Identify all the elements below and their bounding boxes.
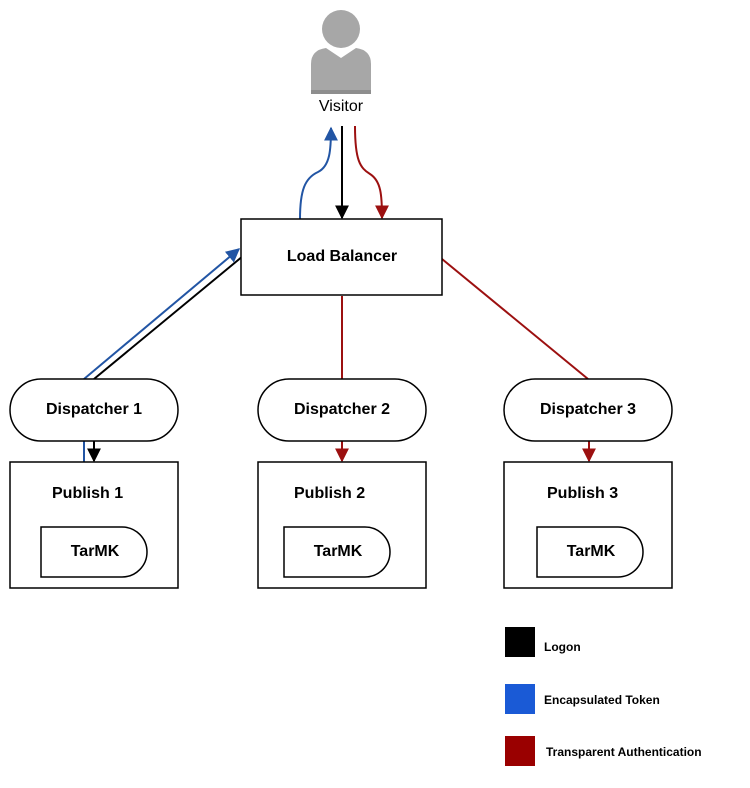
dispatcher-2-box bbox=[257, 378, 427, 442]
load-balancer-box bbox=[240, 218, 443, 296]
dispatcher-2-label: Dispatcher 2 bbox=[293, 401, 391, 418]
tarmk-1-shape bbox=[40, 526, 148, 578]
person-icon bbox=[311, 10, 371, 94]
dispatcher-1-label: Dispatcher 1 bbox=[45, 401, 143, 418]
encapsulated-token-arrow-to-load-balancer bbox=[83, 248, 241, 380]
legend-swatch-transparent-authentication bbox=[505, 736, 535, 766]
publish-3-label: Publish 3 bbox=[547, 485, 619, 502]
dispatcher-3-label: Dispatcher 3 bbox=[539, 401, 637, 418]
load-balancer-label: Load Balancer bbox=[286, 248, 398, 265]
publish-1-label: Publish 1 bbox=[52, 485, 124, 502]
tarmk-1-label: TarMK bbox=[70, 543, 120, 560]
legend-label-logon: Logon bbox=[544, 640, 581, 654]
dispatcher-3-box bbox=[503, 378, 673, 442]
tarmk-2-label: TarMK bbox=[313, 543, 363, 560]
transparent-auth-arrow-to-load-balancer bbox=[354, 125, 389, 220]
visitor-label: Visitor bbox=[318, 98, 364, 115]
publish-2-label: Publish 2 bbox=[294, 485, 366, 502]
legend-label-encapsulated-token: Encapsulated Token bbox=[544, 693, 660, 707]
transparent-auth-line-to-dispatcher-3 bbox=[441, 258, 589, 380]
tarmk-3-shape bbox=[536, 526, 644, 578]
logon-line-load-balancer-dispatcher-1 bbox=[93, 255, 244, 380]
legend-swatch-logon bbox=[505, 627, 535, 657]
encapsulated-token-arrow-to-visitor bbox=[299, 126, 338, 220]
tarmk-2-shape bbox=[283, 526, 391, 578]
legend-swatch-encapsulated-token bbox=[505, 684, 535, 714]
tarmk-3-label: TarMK bbox=[566, 543, 616, 560]
legend-label-transparent-authentication: Transparent Authentication bbox=[546, 745, 702, 759]
dispatcher-1-box bbox=[9, 378, 179, 442]
